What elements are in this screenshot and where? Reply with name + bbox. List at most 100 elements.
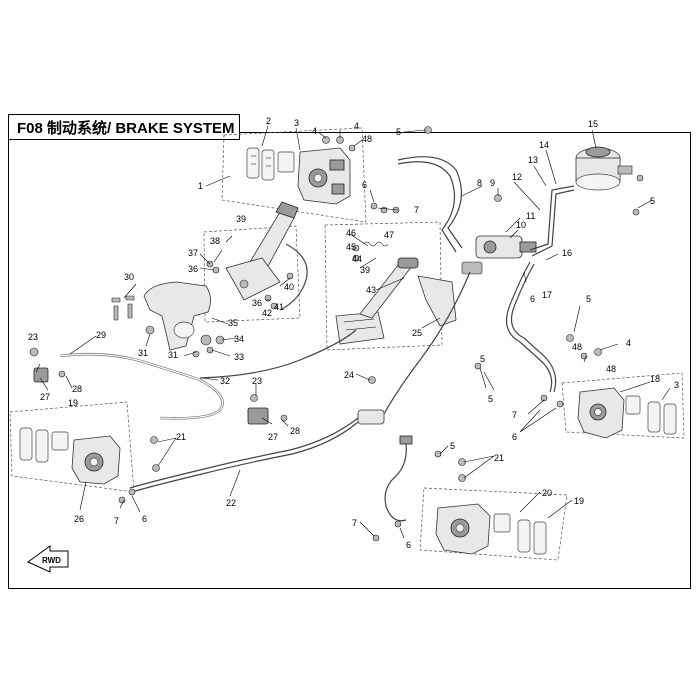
parking-lever-group xyxy=(203,225,301,323)
callout-14: 14 xyxy=(539,140,549,150)
callout-13: 13 xyxy=(528,155,538,165)
callout-19: 19 xyxy=(68,398,78,408)
callout-19b: 19 xyxy=(574,496,584,506)
callout-4: 4 xyxy=(312,126,317,136)
callout-31b: 31 xyxy=(168,350,178,360)
callout-5: 5 xyxy=(396,127,401,137)
front-left-caliper xyxy=(297,147,351,205)
callout-39: 39 xyxy=(236,214,246,224)
callout-18: 18 xyxy=(650,374,660,384)
callout-8: 8 xyxy=(477,178,482,188)
callout-22: 22 xyxy=(226,498,236,508)
callout-12: 12 xyxy=(512,172,522,182)
rwd-label: RWD xyxy=(42,556,61,565)
callout-6c: 6 xyxy=(142,514,147,524)
rear-right-caliper-group xyxy=(419,487,568,561)
callout-6e: 6 xyxy=(530,294,535,304)
callout-29: 29 xyxy=(96,330,106,340)
callout-27b: 27 xyxy=(268,432,278,442)
callout-34: 34 xyxy=(234,334,244,344)
callout-15: 15 xyxy=(588,119,598,129)
diagram-title: F08 制动系统/ BRAKE SYSTEM xyxy=(8,114,240,140)
callout-40: 40 xyxy=(284,282,294,292)
parking-cover xyxy=(143,281,225,351)
callout-5e: 5 xyxy=(488,394,493,404)
callout-36: 36 xyxy=(188,264,198,274)
callout-6d: 6 xyxy=(406,540,411,550)
callout-11: 11 xyxy=(526,211,535,221)
callout-37: 37 xyxy=(188,248,198,258)
callout-48c: 48 xyxy=(606,364,616,374)
parking-brake-lever xyxy=(225,201,299,301)
front-right-pads xyxy=(625,395,677,435)
pedal-assembly-group xyxy=(324,221,443,351)
callout-35: 35 xyxy=(228,318,238,328)
callout-36b: 36 xyxy=(252,298,262,308)
fasteners xyxy=(29,126,644,542)
callout-5c: 5 xyxy=(650,196,655,206)
leader-lines xyxy=(35,125,671,539)
callout-7c: 7 xyxy=(114,516,119,526)
callout-28: 28 xyxy=(72,384,82,394)
callout-7b: 7 xyxy=(512,410,517,420)
callout-28b: 28 xyxy=(290,426,300,436)
brake-fluid-reservoir xyxy=(575,146,633,191)
callout-6: 6 xyxy=(362,180,367,190)
rear-right-caliper xyxy=(435,503,491,555)
callout-labels: 1 2 3 4 4 48 5 6 7 8 9 10 11 12 13 14 15… xyxy=(28,116,679,550)
callout-23: 23 xyxy=(28,332,38,342)
brake-lines xyxy=(59,156,575,522)
rear-left-caliper xyxy=(71,435,121,485)
rear-left-pads xyxy=(19,427,69,463)
callout-2: 2 xyxy=(266,116,271,126)
callout-3b: 3 xyxy=(674,380,679,390)
callout-42: 42 xyxy=(262,308,272,318)
callout-5g: 5 xyxy=(480,354,485,364)
callout-6b: 6 xyxy=(512,432,517,442)
callout-44: 44 xyxy=(352,254,362,264)
callout-26: 26 xyxy=(74,514,84,524)
pedal-spring xyxy=(352,241,389,262)
callout-45: 45 xyxy=(346,242,356,252)
callout-38: 38 xyxy=(210,236,220,246)
callout-5f: 5 xyxy=(450,441,455,451)
callout-41: 41 xyxy=(274,302,284,312)
callout-48: 48 xyxy=(362,134,372,144)
callout-7d: 7 xyxy=(352,518,357,528)
rear-right-pads xyxy=(493,513,547,555)
callout-16: 16 xyxy=(562,248,572,258)
callout-20: 20 xyxy=(542,488,552,498)
callout-9: 9 xyxy=(490,178,495,188)
front-right-caliper-group xyxy=(561,372,685,439)
callout-32: 32 xyxy=(220,376,230,386)
callout-10: 10 xyxy=(516,220,526,230)
callout-47: 47 xyxy=(384,230,394,240)
front-left-caliper-group xyxy=(221,127,367,223)
callout-27: 27 xyxy=(40,392,50,402)
callout-5d: 5 xyxy=(586,294,591,304)
callout-23b: 23 xyxy=(252,376,262,386)
callout-4c: 4 xyxy=(626,338,631,348)
callout-24: 24 xyxy=(344,370,354,380)
bolts-30 xyxy=(111,295,135,321)
front-right-caliper xyxy=(577,387,625,439)
callout-46: 46 xyxy=(346,228,356,238)
callout-21: 21 xyxy=(176,432,186,442)
callout-43: 43 xyxy=(366,285,376,295)
callout-3: 3 xyxy=(294,118,299,128)
rwd-arrow: RWD xyxy=(27,545,69,573)
callout-48b: 48 xyxy=(572,342,582,352)
callout-17: 17 xyxy=(542,290,552,300)
callout-30: 30 xyxy=(124,272,134,282)
callout-33: 33 xyxy=(234,352,244,362)
front-left-pads xyxy=(246,147,295,181)
brake-pedal xyxy=(335,257,457,345)
callout-7: 7 xyxy=(414,205,419,215)
callout-21b: 21 xyxy=(494,453,504,463)
callout-4b: 4 xyxy=(354,121,359,131)
brake-junction xyxy=(357,409,413,445)
diagram-frame xyxy=(8,132,691,589)
master-cylinder xyxy=(461,235,537,275)
callout-39b: 39 xyxy=(360,265,370,275)
